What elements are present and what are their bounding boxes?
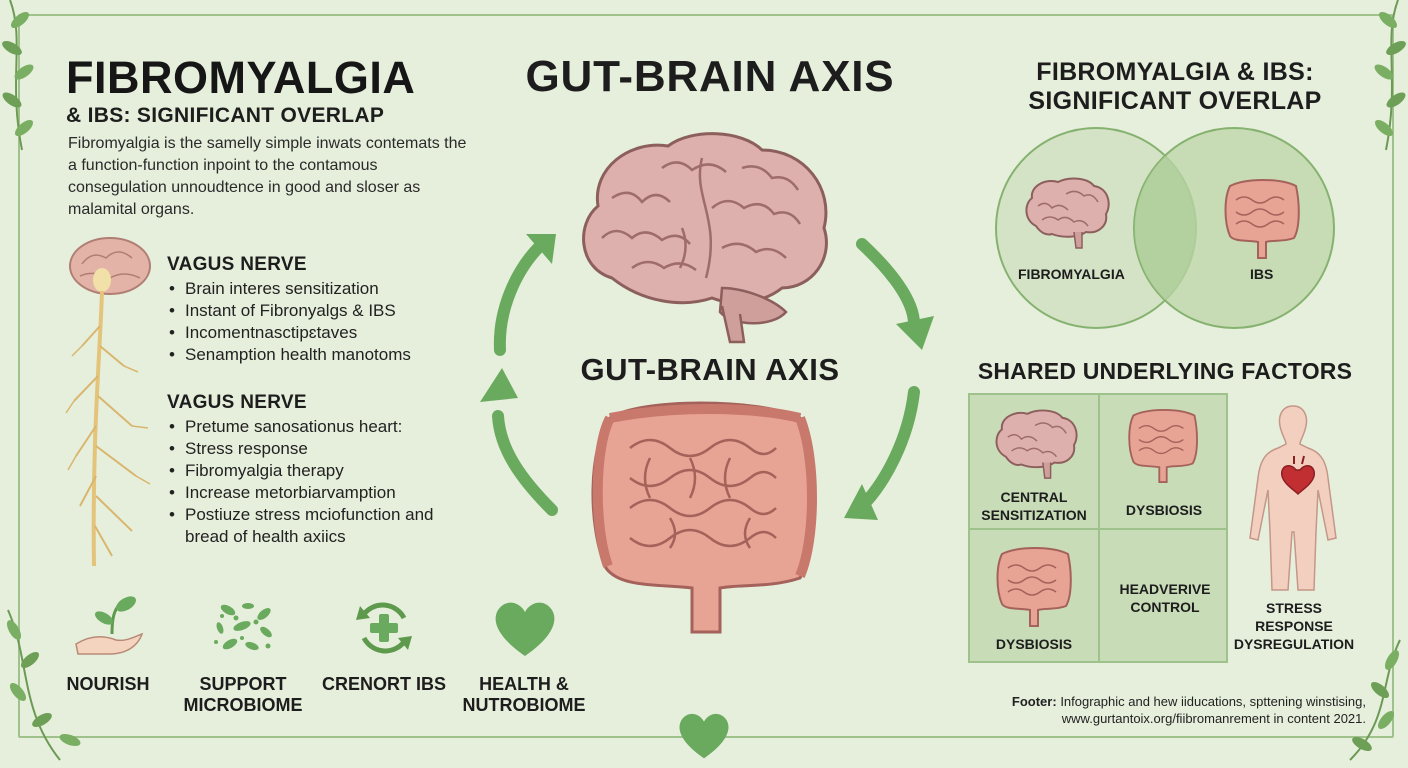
vine-top-left-icon [2, 0, 34, 151]
section2-bullet: Stress response [165, 438, 455, 460]
section1-bullet: Brain interes sensitization [165, 278, 485, 300]
icon-label-nourish: NOURISH [66, 674, 150, 694]
vagus-nerve-icon [65, 237, 151, 567]
venn-label-ibs: IBS [1250, 266, 1274, 282]
vine-top-right-icon [1374, 0, 1406, 151]
heart-icon [495, 602, 555, 656]
section2-heading: VAGUS NERVE [167, 392, 307, 413]
body-label: STRESS RESPONSE DYSREGULATION [1233, 600, 1355, 652]
section1-bullet: Senamption health manotoms [165, 344, 485, 366]
section2-list: Pretume sanosationus heart: Stress respo… [165, 416, 455, 548]
section2-bullet: Pretume sanosationus heart: [165, 416, 455, 438]
section1-bullet: Incomentnasctipɛtaves [165, 322, 485, 344]
factor-intestine-icon [1128, 409, 1198, 483]
center-title: GUT-BRAIN AXIS [525, 52, 895, 101]
vine-bottom-left-icon [7, 609, 81, 761]
section2-bullet: Increase metorbiarvamption [165, 482, 455, 504]
factor-intestine-icon [996, 547, 1072, 627]
right-title-line1: FIBROMYALGIA & IBS: [1036, 58, 1314, 86]
right-title: FIBROMYALGIA & IBS: SIGNIFICANT OVERLAP [980, 58, 1370, 116]
left-title: FIBROMYALGIA [66, 52, 416, 103]
icon-label-crenort-ibs: CRENORT IBS [321, 674, 446, 694]
factors-title: SHARED UNDERLYING FACTORS [977, 358, 1353, 384]
recycle-cross-icon [356, 602, 412, 654]
icon-label-health-nutrobiome: HEALTH & NUTROBIOME [462, 674, 586, 715]
right-title-line2: SIGNIFICANT OVERLAP [1028, 87, 1322, 115]
section1-heading: VAGUS NERVE [167, 254, 307, 275]
venn-label-fibromyalgia: FIBROMYALGIA [1018, 266, 1125, 282]
venn-intestine-icon [1224, 179, 1300, 259]
factor-brain-icon [995, 409, 1078, 479]
left-subtitle: & IBS: SIGNIFICANT OVERLAP [66, 104, 385, 127]
intestine-icon [591, 401, 817, 634]
section1-list: Brain interes sensitization Instant of F… [165, 278, 485, 366]
footer-label: Footer: [1011, 694, 1057, 709]
brain-icon [582, 132, 828, 344]
mid-title: GUT-BRAIN AXIS [580, 352, 840, 387]
factor-label: CENTRAL SENSITIZATION [981, 489, 1087, 523]
venn-brain-icon [1025, 177, 1110, 249]
factor-label: DYSBIOSIS [1125, 502, 1203, 518]
microbiome-icon [214, 603, 272, 651]
section1-bullet: Instant of Fibronyalgs & IBS [165, 300, 485, 322]
cycle-arrows-icon [480, 234, 934, 520]
section2-bullet: Postiuze stress mciofunction and bread o… [165, 504, 455, 548]
vine-bottom-right-icon [1349, 639, 1401, 761]
factor-label: DYSBIOSIS [995, 636, 1073, 652]
footer: Footer: Infographic and hew iiducations,… [900, 693, 1366, 727]
footer-line2: www.gurtantoix.org/fiibromanrement in co… [1061, 711, 1366, 726]
icon-label-support-microbiome: SUPPORT MICROBIOME [183, 674, 303, 715]
section2-bullet: Fibromyalgia therapy [165, 460, 455, 482]
factor-label: HEADVERIVE CONTROL [1119, 581, 1211, 615]
footer-line1: Infographic and hew iiducations, sptteni… [1060, 694, 1366, 709]
bottom-heart-icon [679, 713, 729, 759]
hand-sprout-icon [75, 596, 144, 655]
intro-paragraph: Fibromyalgia is the samelly simple inwat… [68, 135, 467, 218]
human-body-icon [1249, 405, 1337, 591]
